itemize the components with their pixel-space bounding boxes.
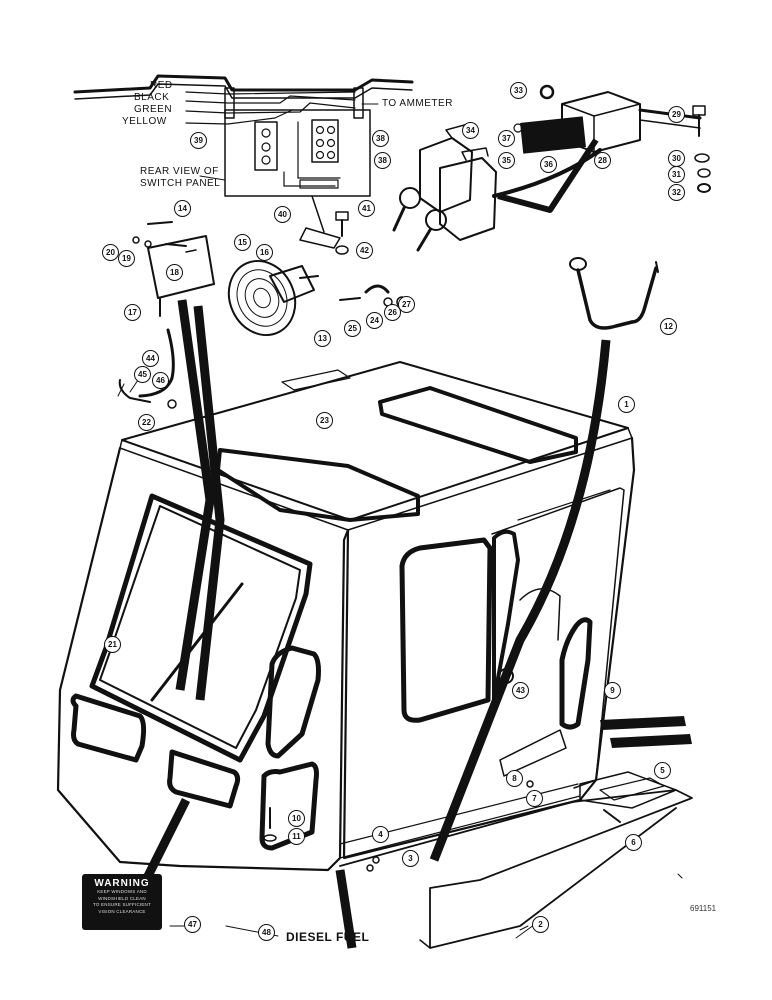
- callout-1: 1: [618, 396, 635, 413]
- callout-18: 18: [166, 264, 183, 281]
- cab-body: [56, 361, 693, 949]
- callout-3: 3: [402, 850, 419, 867]
- warning-decal: WARNING KEEP WINDOWS AND WINDSHIELD CLEA…: [82, 874, 162, 930]
- callout-16: 16: [256, 244, 273, 261]
- wiring-bracket: [73, 74, 414, 100]
- callout-20: 20: [102, 244, 119, 261]
- callout-28: 28: [594, 152, 611, 169]
- fan-motor: [227, 260, 319, 336]
- callout-46: 46: [152, 372, 169, 389]
- callout-29: 29: [668, 106, 685, 123]
- leader-bands: [141, 138, 611, 949]
- callout-36: 36: [540, 156, 557, 173]
- rear-view-label-2: SWITCH PANEL: [140, 178, 221, 189]
- callout-4: 4: [372, 826, 389, 843]
- callout-19: 19: [118, 250, 135, 267]
- warning-line: KEEP WINDOWS AND: [97, 889, 147, 894]
- motor-bracket: [132, 221, 215, 317]
- callout-45: 45: [134, 366, 151, 383]
- rear-view-label-1: REAR VIEW OF: [140, 166, 219, 177]
- callout-38b: 38: [374, 152, 391, 169]
- callout-11: 11: [288, 828, 305, 845]
- callout-22: 22: [138, 414, 155, 431]
- warning-title: WARNING: [94, 878, 150, 889]
- warning-line: WINDSHIELD CLEAN: [98, 895, 146, 901]
- callout-25: 25: [344, 320, 361, 337]
- wire-label-green: GREEN: [134, 104, 173, 115]
- hose: [118, 328, 177, 409]
- callout-48: 48: [258, 924, 275, 941]
- warning-line: VISION CLEARANCE: [98, 908, 146, 914]
- callout-8: 8: [506, 770, 523, 787]
- switch-panel-rear-view: [199, 109, 371, 197]
- callout-33: 33: [510, 82, 527, 99]
- callout-43: 43: [512, 682, 529, 699]
- switch-wires: [185, 87, 379, 125]
- callout-39: 39: [190, 132, 207, 149]
- callout-34: 34: [462, 122, 479, 139]
- callout-23: 23: [316, 412, 333, 429]
- warning-line: TO ENSURE SUFFICIENT: [93, 902, 151, 907]
- callout-13: 13: [314, 330, 331, 347]
- callout-5: 5: [654, 762, 671, 779]
- diesel-fuel-label: DIESEL FUEL: [286, 930, 370, 944]
- callout-6: 6: [625, 834, 642, 851]
- toggle-switches: [392, 123, 602, 252]
- callout-17: 17: [124, 304, 141, 321]
- callout-30: 30: [668, 150, 685, 167]
- callout-37: 37: [498, 130, 515, 147]
- callout-9: 9: [604, 682, 621, 699]
- callout-35: 35: [498, 152, 515, 169]
- callout-10: 10: [288, 810, 305, 827]
- wire-label-yellow: YELLOW: [122, 116, 167, 127]
- callout-44: 44: [142, 350, 159, 367]
- callout-12: 12: [660, 318, 677, 335]
- battery-cables: [335, 211, 659, 330]
- callout-41: 41: [358, 200, 375, 217]
- callout-27: 27: [398, 296, 415, 313]
- bolt-stack: [513, 84, 711, 193]
- to-ammeter-label: TO AMMETER: [382, 98, 453, 109]
- callout-47: 47: [184, 916, 201, 933]
- callout-40: 40: [274, 206, 291, 223]
- wire-harness: [299, 195, 341, 249]
- callout-32: 32: [668, 184, 685, 201]
- callout-21: 21: [104, 636, 121, 653]
- stripe-decal: [600, 716, 692, 748]
- callout-7: 7: [526, 790, 543, 807]
- callout-26: 26: [384, 304, 401, 321]
- callout-38a: 38: [372, 130, 389, 147]
- wire-label-red: RED: [150, 80, 173, 91]
- callout-42: 42: [356, 242, 373, 259]
- leader-lines: [117, 379, 683, 939]
- callout-24: 24: [366, 312, 383, 329]
- callout-15: 15: [234, 234, 251, 251]
- callout-14: 14: [174, 200, 191, 217]
- callout-2: 2: [532, 916, 549, 933]
- figure-number: 691151: [690, 904, 717, 913]
- wire-label-black: BLACK: [134, 92, 170, 103]
- callout-31: 31: [668, 166, 685, 183]
